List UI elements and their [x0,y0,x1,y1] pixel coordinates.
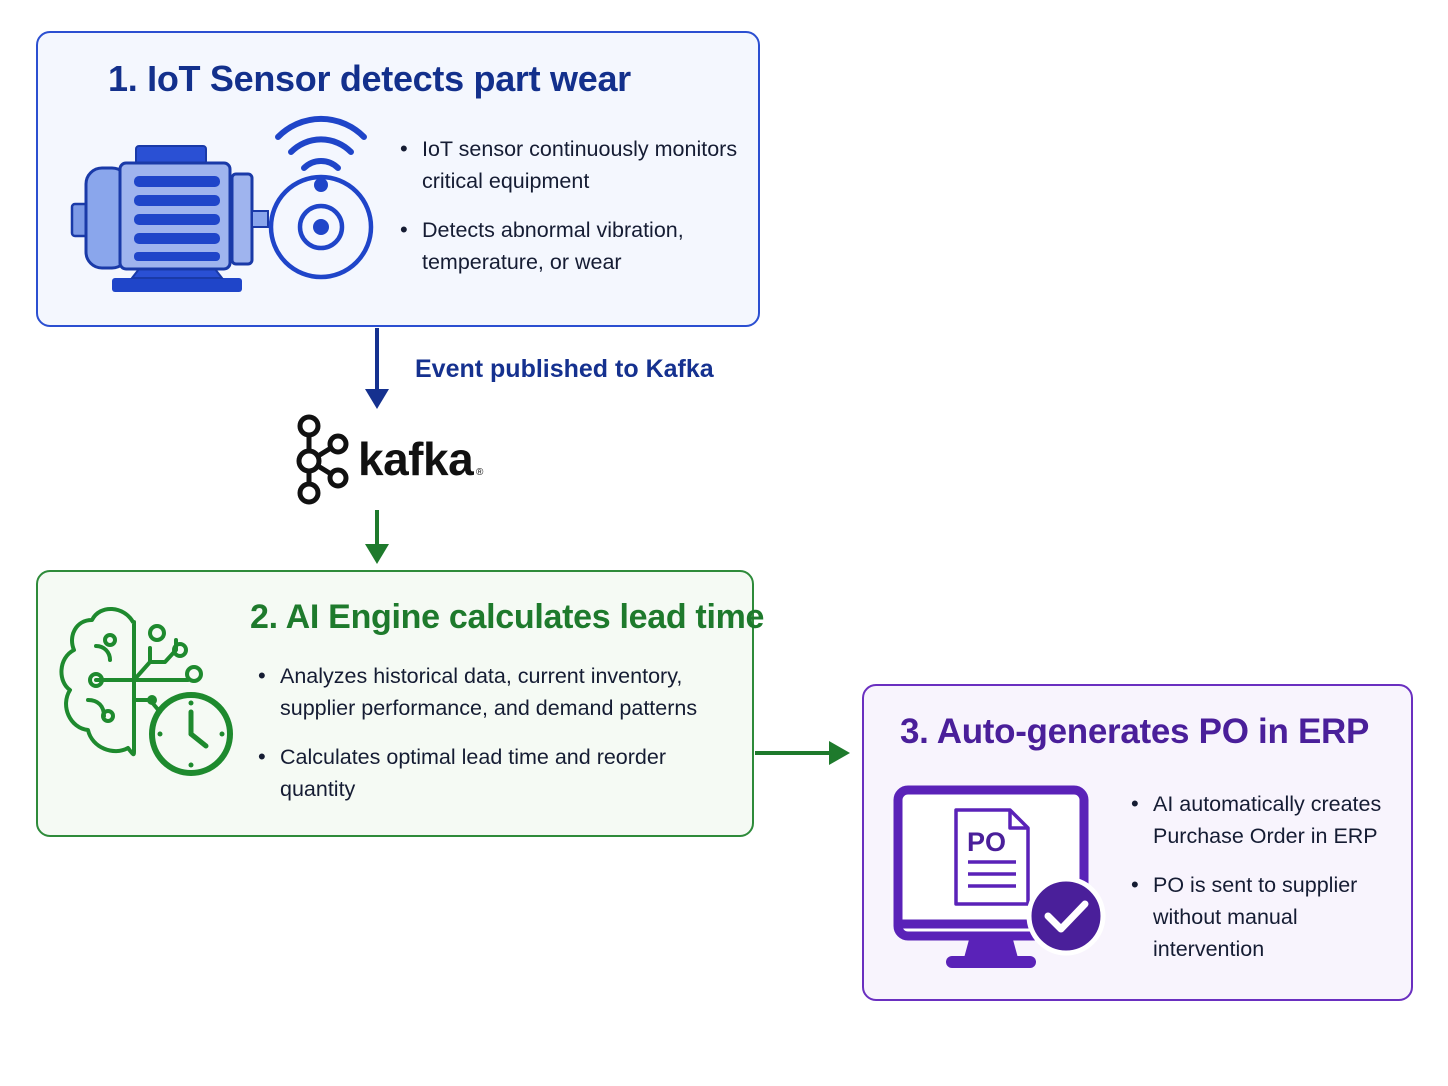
checkmark-icon [1026,876,1106,956]
bullet-item: AI automatically creates Purchase Order … [1131,788,1401,852]
step-1-title: 1. IoT Sensor detects part wear [108,58,631,99]
kafka-logo-icon [296,414,349,505]
step-2-bullets: Analyzes historical data, current invent… [258,660,728,822]
step-1-bullets: IoT sensor continuously monitors critica… [400,133,750,295]
arrow-step1-to-kafka [365,328,389,409]
edge-label-kafka: Event published to Kafka [415,355,714,383]
document-label: PO [967,827,1006,857]
kafka-wordmark: kafka [358,433,474,485]
brain-circuit-icon [59,607,203,757]
step-3-bullets: AI automatically creates Purchase Order … [1131,788,1401,982]
kafka-registered-mark: ® [476,467,484,478]
step-3-title: 3. Auto-generates PO in ERP [900,712,1370,751]
bullet-item: IoT sensor continuously monitors critica… [400,133,750,197]
bullet-item: Analyzes historical data, current invent… [258,660,728,724]
arrow-step2-to-step3 [755,741,850,765]
document-icon [954,808,1030,906]
bullet-item: PO is sent to supplier without manual in… [1131,869,1401,965]
step-2-title: 2. AI Engine calculates lead time [250,598,765,636]
motor-icon [70,145,269,292]
arrow-kafka-to-step2 [365,510,389,564]
bullet-item: Calculates optimal lead time and reorder… [258,741,728,805]
wireless-sensor-icon [268,115,374,280]
clock-icon [149,692,233,776]
bullet-item: Detects abnormal vibration, temperature,… [400,214,750,278]
